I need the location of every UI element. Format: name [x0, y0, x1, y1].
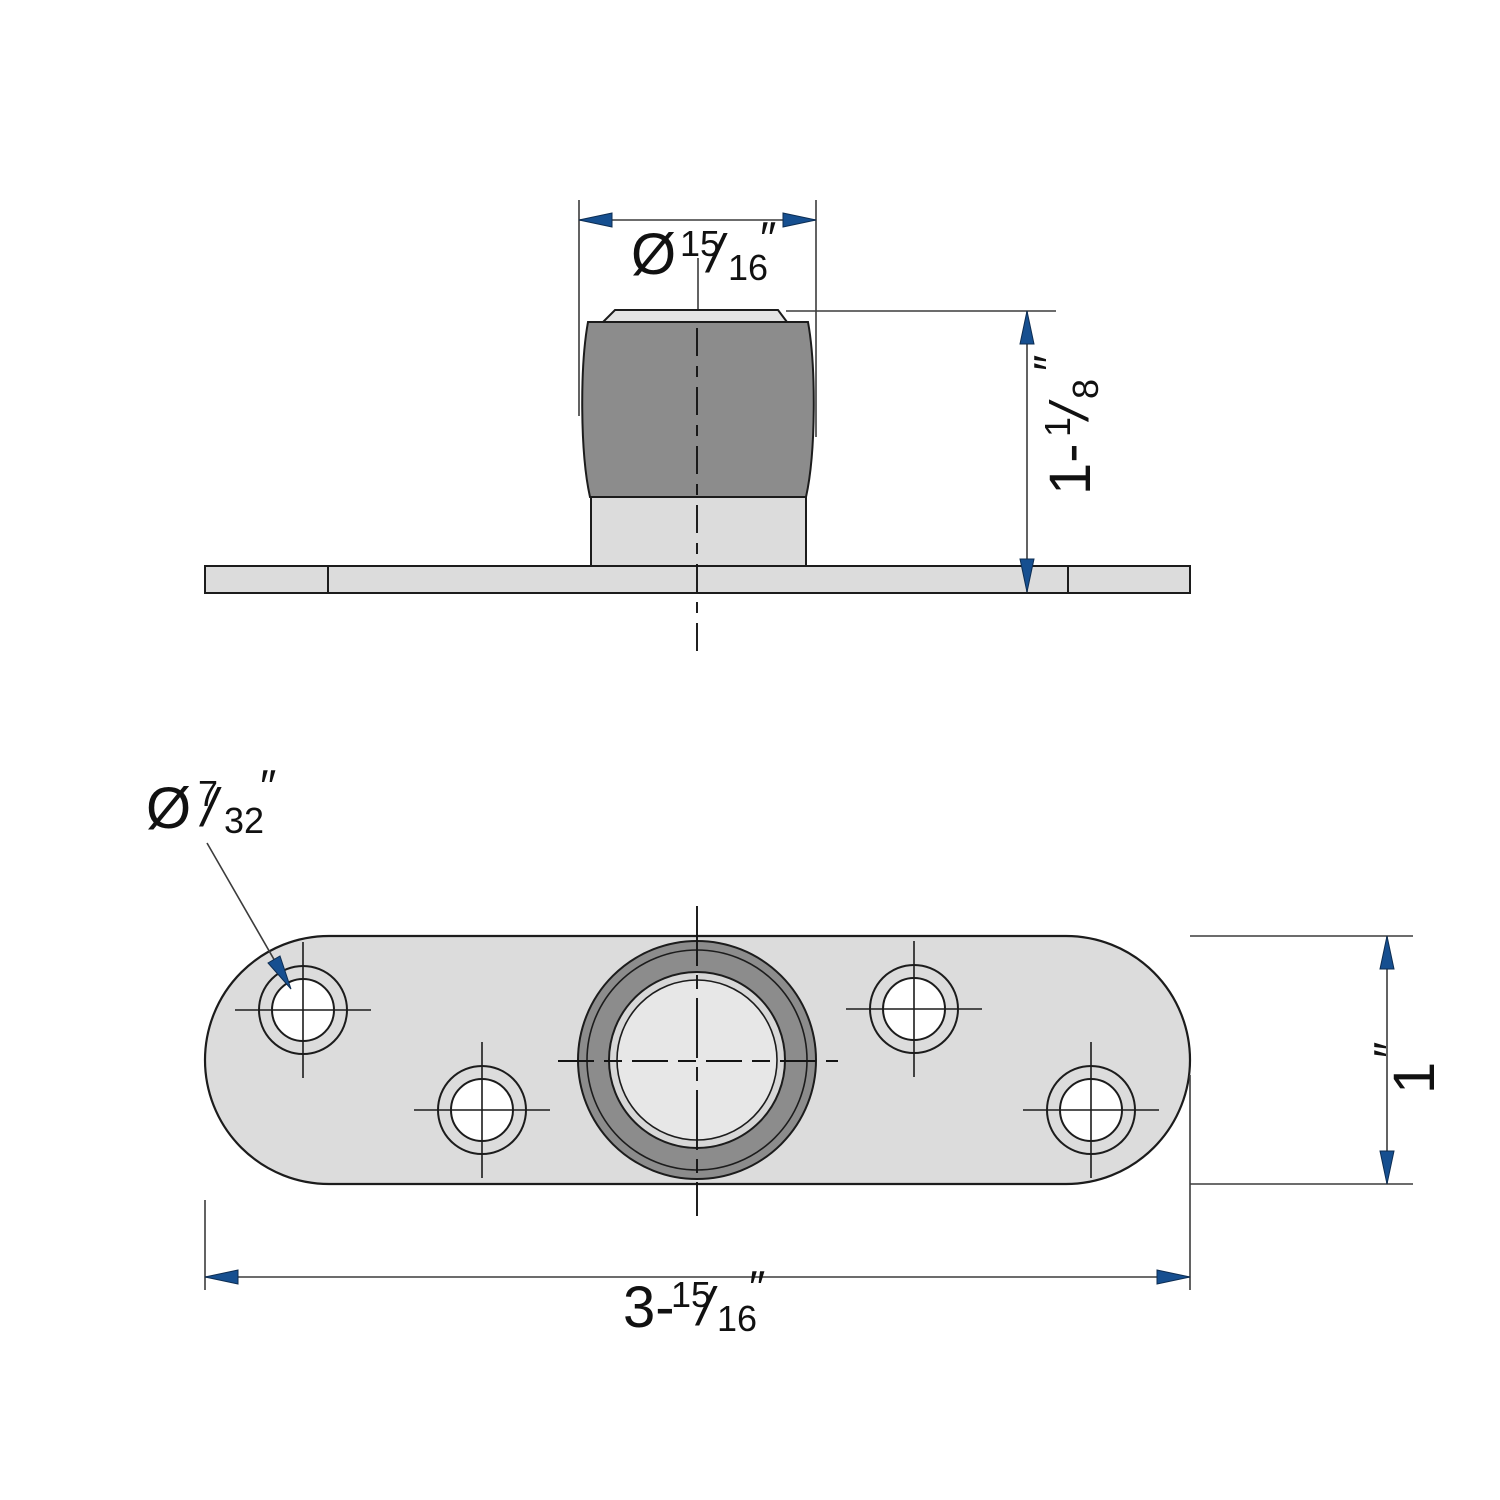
diameter-symbol: Ø: [631, 222, 676, 287]
arrowhead-left: [204, 1269, 239, 1285]
plate-width-label: 1 ″: [1364, 1042, 1447, 1094]
fraction-slash: /: [694, 1277, 718, 1337]
callout-hole-diameter: Ø 7 / 32 ″: [146, 760, 292, 990]
dimension-bumper-diameter: Ø 15 / 16 ″: [578, 200, 817, 437]
leader-line: [206, 842, 288, 983]
mounting-hole-lower-left: [414, 1042, 550, 1178]
hole-diameter-label: Ø 7 / 32 ″: [146, 760, 276, 841]
fraction-denominator: 32: [224, 800, 264, 841]
inch-mark: ″: [749, 1261, 765, 1313]
rubber-bumper-barrel: [581, 321, 815, 498]
fraction-numerator: 1: [1037, 417, 1078, 437]
dimension-overall-height: 1- 1 / 8 ″: [786, 310, 1106, 593]
central-rubber-ring: [577, 940, 817, 1180]
fraction-numerator: 15: [680, 223, 720, 264]
arrowhead-up: [1019, 310, 1035, 345]
height-whole-number: 1-: [1038, 443, 1103, 495]
fraction-denominator: 8: [1065, 379, 1106, 399]
bumper-top-cap: [600, 309, 789, 323]
width-number: 1: [1382, 1062, 1447, 1094]
arrowhead-right: [1156, 1269, 1191, 1285]
arrowhead-left: [578, 212, 613, 228]
fraction-slash: /: [198, 778, 222, 838]
fraction-numerator: 15: [671, 1274, 711, 1315]
arrowhead-right: [782, 212, 817, 228]
inch-mark: ″: [260, 760, 276, 812]
mounting-hole-upper-right: [846, 941, 982, 1077]
fraction-denominator: 16: [717, 1298, 757, 1339]
bumper-base-cylinder: [590, 496, 807, 567]
fraction-slash: /: [704, 224, 728, 284]
inch-mark: ″: [760, 212, 776, 264]
mounting-hole-lower-right: [1023, 1042, 1159, 1178]
plan-view: [203, 906, 1192, 1216]
overall-height-label: 1- 1 / 8 ″: [1024, 355, 1106, 495]
plate-length-label: 3- 15 / 16 ″: [623, 1261, 765, 1340]
dimension-plate-width: 1 ″: [1190, 935, 1447, 1185]
mounting-hole-upper-left: [235, 942, 371, 1078]
dimension-plate-length: 3- 15 / 16 ″: [204, 1075, 1191, 1340]
fraction-denominator: 16: [728, 247, 768, 288]
arrowhead-down: [1019, 558, 1035, 593]
leader-arrowhead: [267, 955, 292, 990]
fraction-slash: /: [1040, 399, 1100, 423]
arrowhead-down: [1379, 1150, 1395, 1185]
fraction-numerator: 7: [198, 773, 218, 814]
inch-mark: ″: [1364, 1042, 1416, 1058]
diameter-symbol: Ø: [146, 776, 191, 841]
inch-mark: ″: [1024, 355, 1076, 371]
arrowhead-up: [1379, 935, 1395, 970]
length-whole-number: 3-: [623, 1275, 675, 1340]
bumper-diameter-label: Ø 15 / 16 ″: [631, 212, 776, 288]
